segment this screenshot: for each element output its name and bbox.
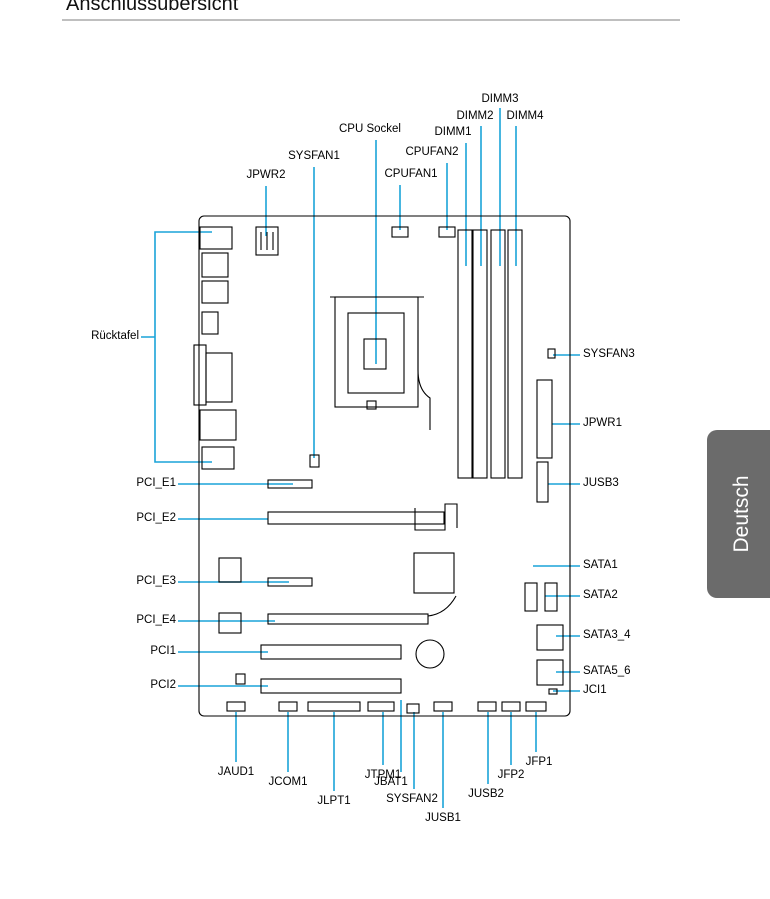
label-pci2: PCI2: [150, 679, 176, 691]
label-jbat1: JBAT1: [374, 776, 408, 788]
label-sysfan2: SYSFAN2: [386, 793, 438, 805]
label-rucktafel: Rücktafel: [91, 330, 139, 342]
page-title: Anschlussübersicht: [66, 0, 239, 15]
label-cpufan2: CPUFAN2: [405, 146, 459, 158]
label-pci-e4: PCI_E4: [136, 614, 176, 626]
label-sata3-4: SATA3_4: [583, 629, 631, 641]
label-jtpm1: JTPM1: [364, 769, 402, 781]
label-dimm1: DIMM1: [434, 126, 472, 138]
label-cpufan1: CPUFAN1: [384, 168, 438, 180]
label-jpwr1: JPWR1: [583, 417, 622, 429]
label-jaud1: JAUD1: [217, 766, 255, 778]
label-jusb1: JUSB1: [425, 812, 461, 824]
label-pci-e1: PCI_E1: [136, 477, 176, 489]
callout-rucktafel: [141, 231, 212, 463]
label-jfp2: JFP2: [497, 769, 525, 781]
label-sata1: SATA1: [583, 559, 618, 571]
label-dimm4: DIMM4: [506, 110, 544, 122]
label-sata2: SATA2: [583, 589, 618, 601]
title-divider: [62, 19, 680, 21]
label-pci-e3: PCI_E3: [136, 575, 176, 587]
label-jpwr2: JPWR2: [246, 169, 286, 181]
label-sata5-6: SATA5_6: [583, 665, 631, 677]
language-tab-label: Deutsch: [730, 475, 753, 553]
label-jci1: JCI1: [583, 684, 607, 696]
label-jusb2: JUSB2: [468, 788, 504, 800]
label-pci1: PCI1: [150, 645, 176, 657]
label-jlpt1: JLPT1: [317, 795, 351, 807]
label-pci-e2: PCI_E2: [136, 512, 176, 524]
label-dimm2: DIMM2: [456, 110, 494, 122]
pcb-outline: [198, 215, 571, 717]
label-dimm3: DIMM3: [481, 93, 519, 105]
label-cpu-sockel: CPU Sockel: [339, 123, 401, 135]
label-sysfan3: SYSFAN3: [583, 348, 635, 360]
label-jcom1: JCOM1: [268, 776, 308, 788]
board-components: [193, 215, 571, 717]
language-tab: Deutsch: [707, 430, 770, 598]
label-jfp1: JFP1: [525, 756, 553, 768]
label-jusb3: JUSB3: [583, 477, 619, 489]
label-sysfan1: SYSFAN1: [288, 150, 340, 162]
